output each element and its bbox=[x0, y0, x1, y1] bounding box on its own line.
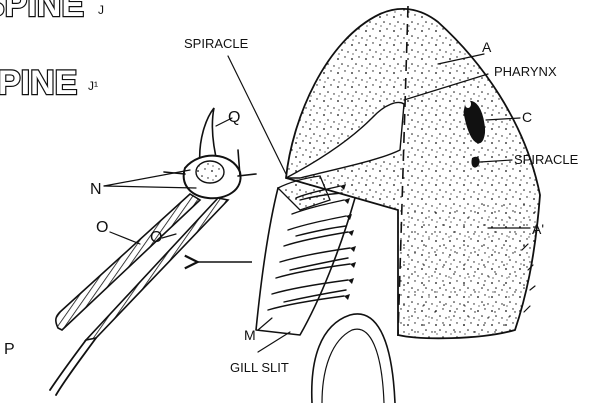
header-second: PINE bbox=[0, 64, 77, 102]
lower-arch-inner bbox=[322, 329, 384, 403]
spine-arm-left bbox=[56, 194, 200, 330]
label-spiracle-top: SPIRACLE bbox=[184, 36, 249, 51]
label-spiracle-right: SPIRACLE bbox=[514, 152, 579, 167]
label-pharynx: PHARYNX bbox=[494, 64, 557, 79]
header-top-suffix: J bbox=[98, 3, 104, 17]
spine-center-core bbox=[196, 161, 224, 183]
label-o-right: O bbox=[150, 229, 162, 246]
label-n: N bbox=[90, 181, 102, 198]
leader-m bbox=[258, 318, 272, 330]
spine-lower-region bbox=[398, 195, 540, 337]
lower-arch bbox=[312, 314, 395, 403]
label-a-prime: A' bbox=[532, 221, 544, 237]
structure-c-highlight bbox=[465, 100, 471, 108]
gill-filaments bbox=[256, 176, 356, 335]
spine-tail-p bbox=[50, 338, 96, 395]
extracted-spine bbox=[50, 108, 256, 395]
label-gill-slit: GILL SLIT bbox=[230, 360, 289, 375]
label-m: M bbox=[244, 327, 256, 343]
label-o-left: O bbox=[96, 219, 108, 236]
header-second-suffix: J¹ bbox=[88, 79, 98, 93]
label-p: P bbox=[4, 341, 15, 358]
label-a: A bbox=[482, 39, 492, 55]
header-top-fragment: SPINE bbox=[0, 0, 84, 24]
leader-o-left bbox=[110, 232, 140, 244]
label-c: C bbox=[522, 109, 532, 125]
label-q: Q bbox=[228, 109, 240, 126]
leader-n-1 bbox=[104, 170, 190, 186]
leader-gill-slit bbox=[258, 332, 290, 352]
leader-n-2 bbox=[104, 186, 196, 188]
